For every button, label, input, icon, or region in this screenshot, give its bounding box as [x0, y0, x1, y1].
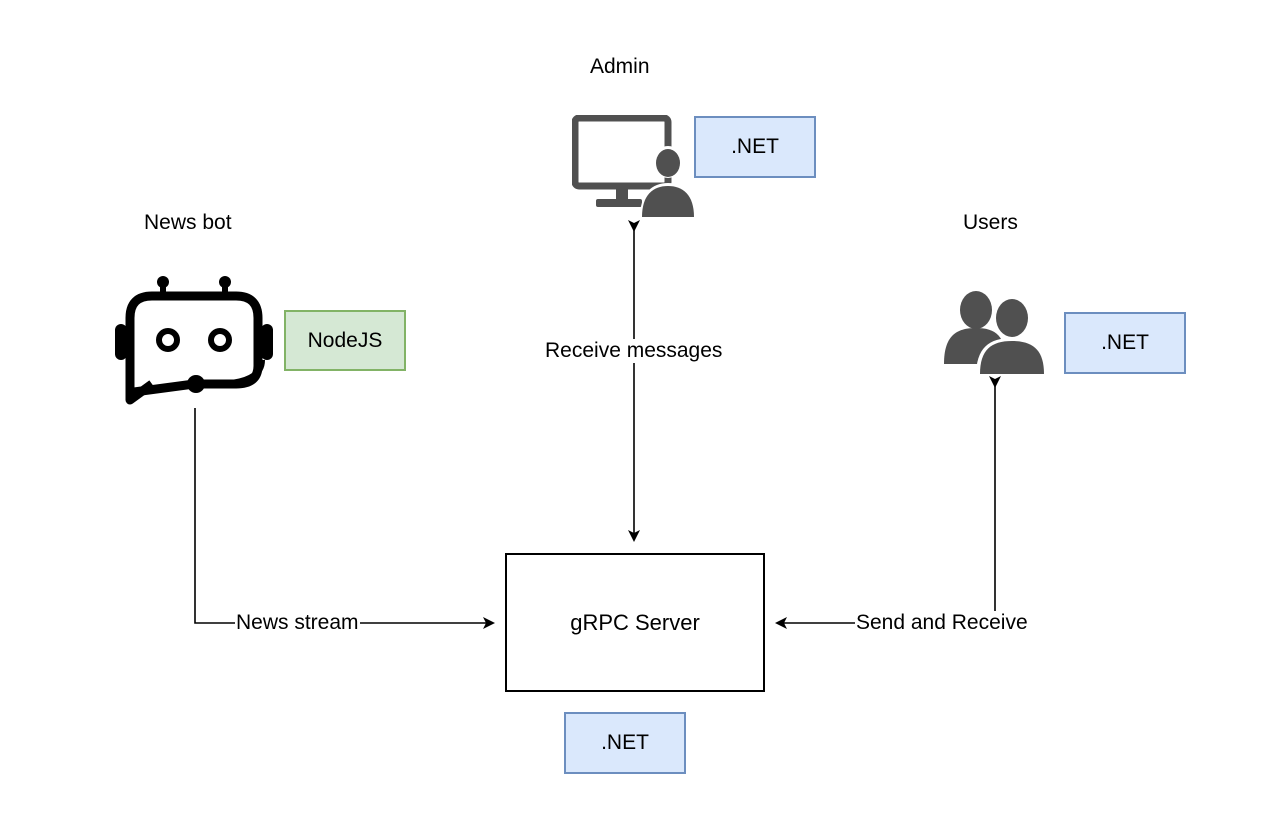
users-tech-tag: .NET — [1064, 312, 1186, 374]
admin-title: Admin — [590, 55, 650, 78]
grpc-server-title: gRPC Server — [570, 609, 700, 635]
edge-bot-server — [194, 408, 495, 629]
chatbot-icon — [115, 276, 273, 405]
edge-users-server — [775, 376, 1001, 629]
users-group-icon — [944, 291, 1048, 376]
edge-label-news-stream: News stream — [235, 611, 360, 635]
users-title: Users — [963, 211, 1018, 234]
computer-user-icon — [572, 115, 696, 218]
edge-label-receive-messages: Receive messages — [544, 339, 724, 363]
edge-label-send-and-receive: Send and Receive — [855, 611, 1029, 635]
admin-tech-tag: .NET — [694, 116, 816, 178]
grpc-server-box: gRPC Server — [505, 553, 765, 692]
server-tech-tag: .NET — [564, 712, 686, 774]
news-bot-title: News bot — [144, 211, 232, 234]
news-bot-tech-tag: NodeJS — [284, 310, 406, 371]
